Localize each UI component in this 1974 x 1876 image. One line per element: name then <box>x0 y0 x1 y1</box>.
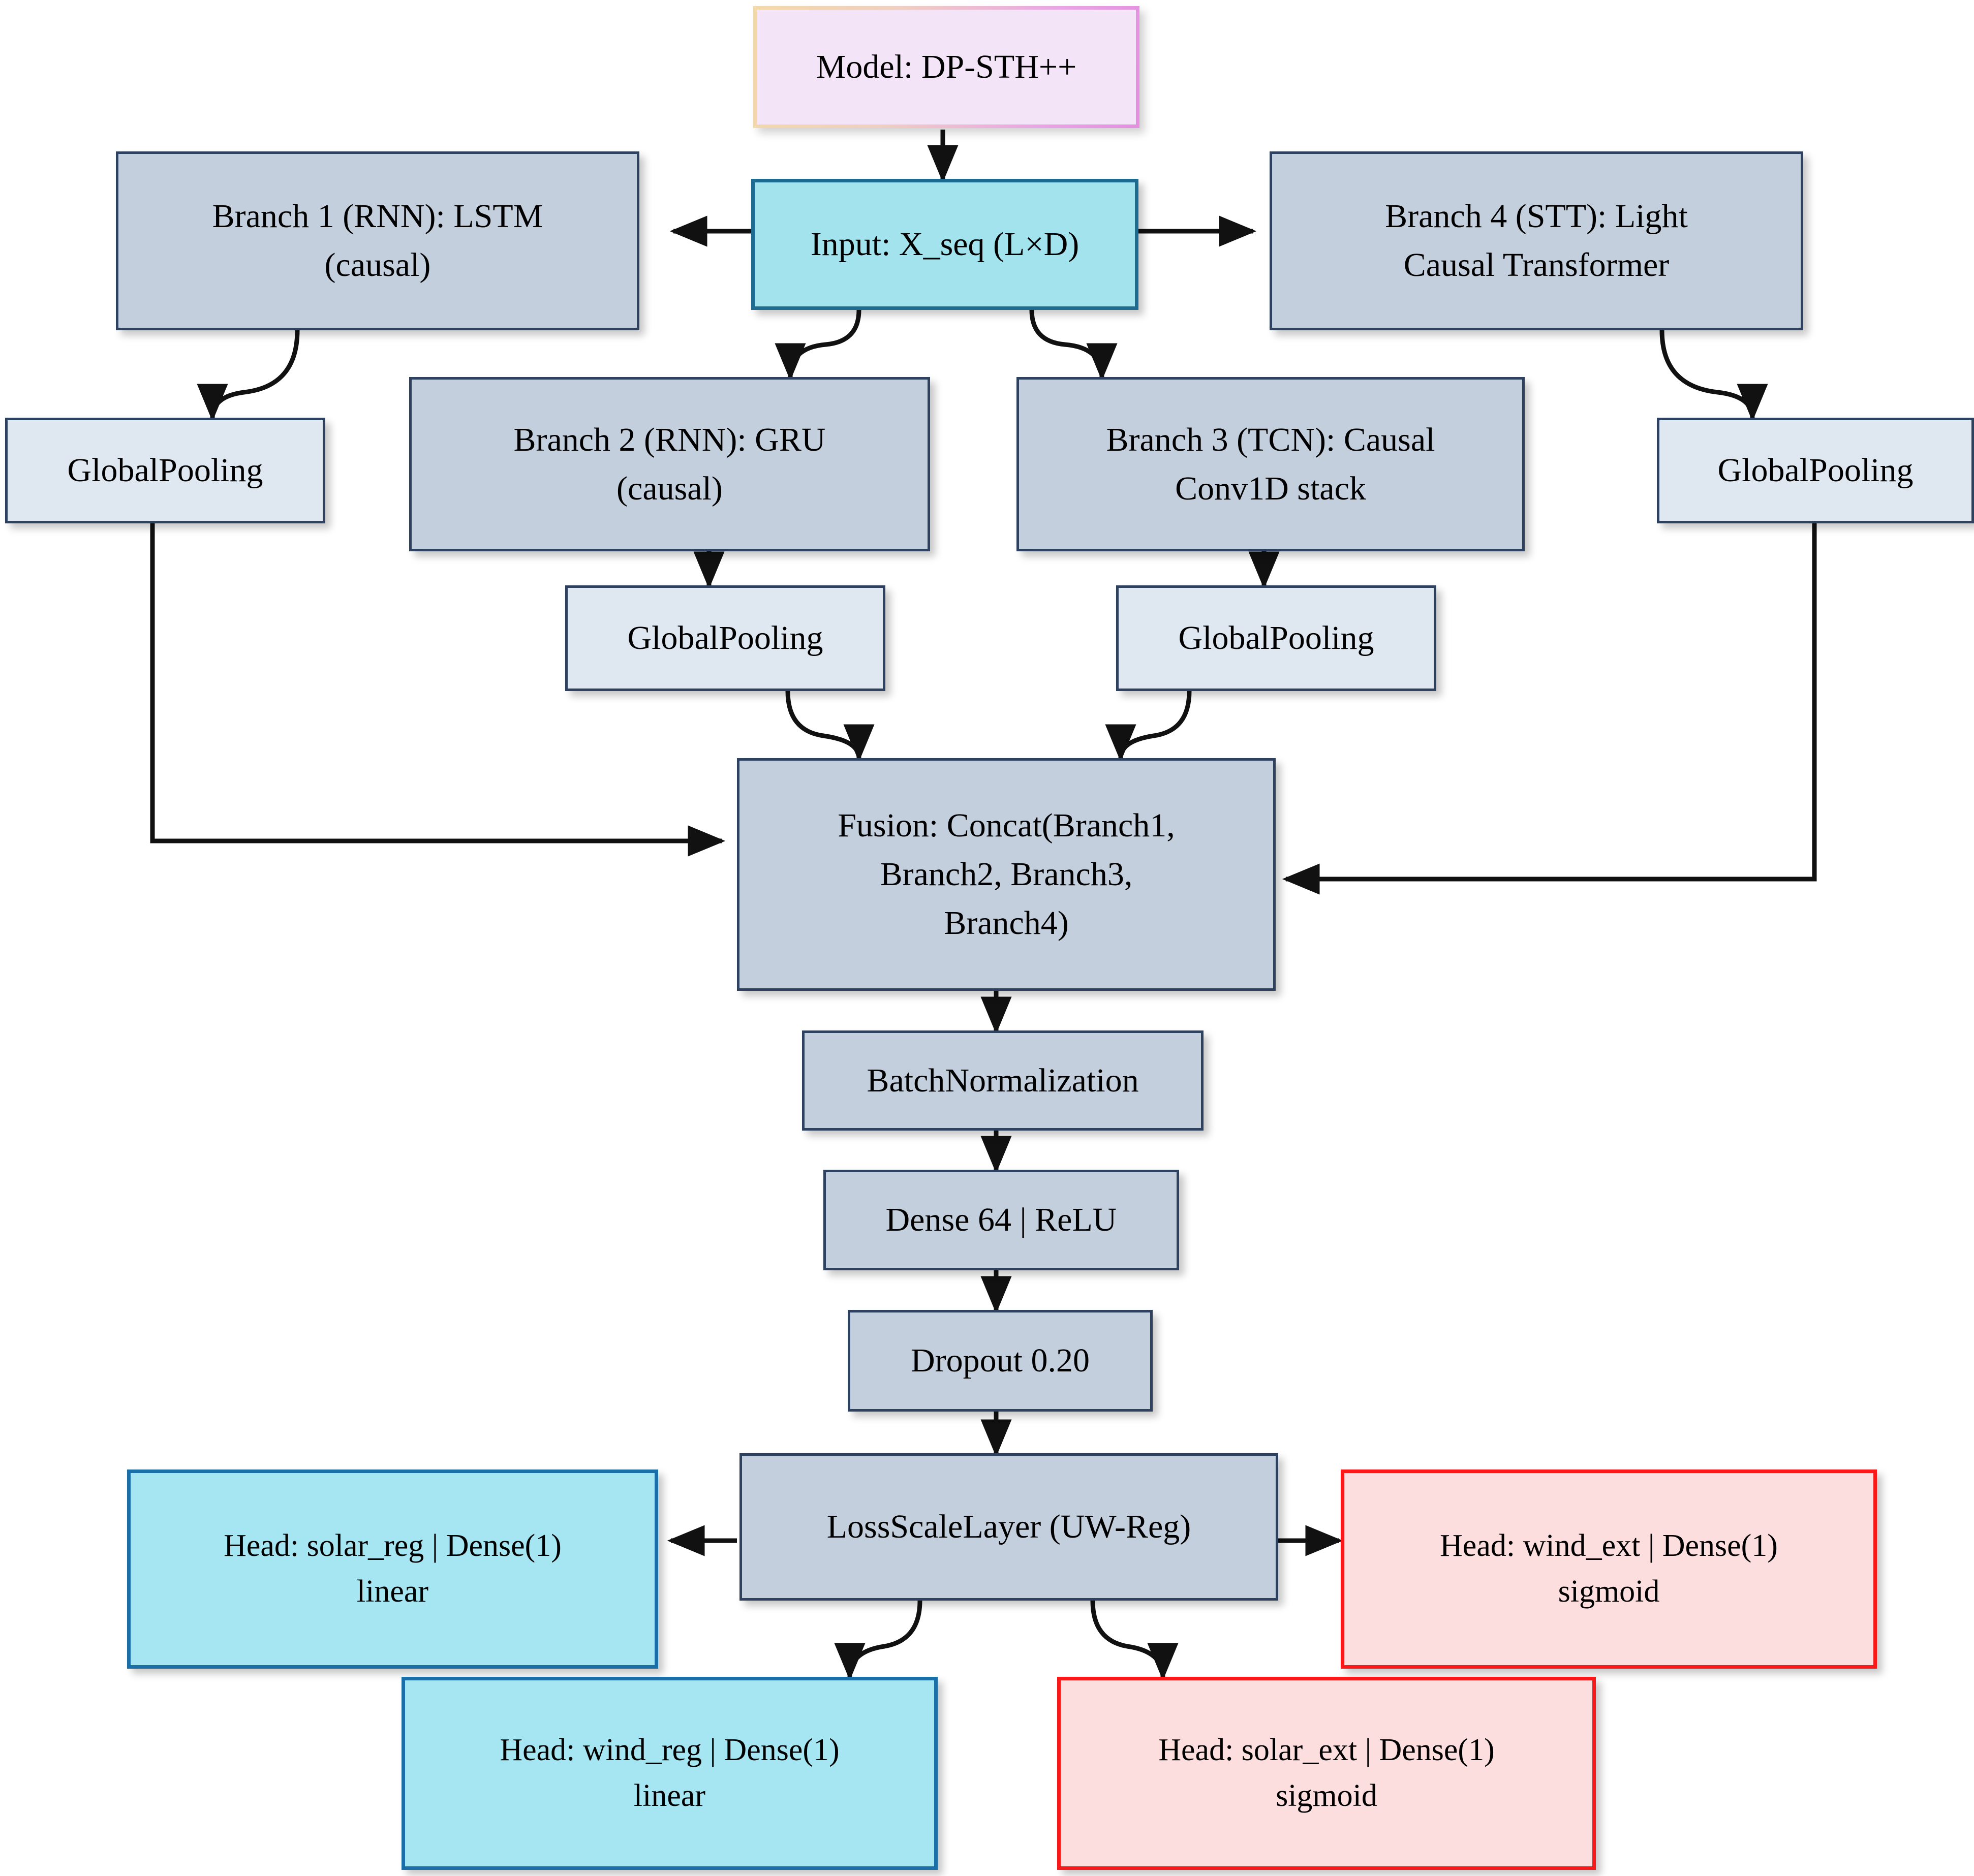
node-dense-label: Dense 64 | ReLU <box>885 1201 1117 1239</box>
node-pool1[interactable]: GlobalPooling <box>5 418 325 523</box>
edge-input-branch2 <box>775 309 861 381</box>
node-pool1-label: GlobalPooling <box>67 452 263 489</box>
node-batchnorm-label: BatchNormalization <box>867 1061 1139 1099</box>
edge-input-branch3 <box>1029 309 1118 381</box>
edge-branch1-pool1 <box>197 330 300 422</box>
node-input[interactable]: Input: X_seq (L×D) <box>751 179 1138 310</box>
edge-pool3-fusion <box>1105 691 1192 762</box>
node-pool4-label: GlobalPooling <box>1717 452 1914 489</box>
node-lossscale-label: LossScaleLayer (UW-Reg) <box>826 1508 1191 1546</box>
node-head-wind-reg-label: Head: wind_reg | Dense(1) linear <box>500 1733 840 1813</box>
edge-pool4-fusion <box>1282 523 1817 895</box>
node-input-label: Input: X_seq (L×D) <box>810 226 1079 263</box>
node-branch3-label: Branch 3 (TCN): Causal Conv1D stack <box>1106 421 1435 507</box>
node-pool2-label: GlobalPooling <box>627 619 823 657</box>
node-head-wind-reg[interactable]: Head: wind_reg | Dense(1) linear <box>402 1677 938 1870</box>
node-branch4[interactable]: Branch 4 (STT): Light Causal Transformer <box>1270 151 1803 330</box>
edge-group <box>150 130 1817 1681</box>
node-batchnorm[interactable]: BatchNormalization <box>802 1030 1204 1131</box>
edge-lossscale-solarext <box>1090 1600 1179 1681</box>
node-fusion[interactable]: Fusion: Concat(Branch1, Branch2, Branch3… <box>737 758 1276 991</box>
node-branch4-label: Branch 4 (STT): Light Causal Transformer <box>1385 198 1688 284</box>
node-head-solar-reg-label: Head: solar_reg | Dense(1) linear <box>224 1528 562 1609</box>
node-branch2[interactable]: Branch 2 (RNN): GRU (causal) <box>409 377 930 551</box>
node-head-solar-ext[interactable]: Head: solar_ext | Dense(1) sigmoid <box>1057 1677 1596 1870</box>
edge-pool1-fusion <box>150 523 726 857</box>
node-branch2-label: Branch 2 (RNN): GRU (causal) <box>513 421 826 507</box>
node-branch3[interactable]: Branch 3 (TCN): Causal Conv1D stack <box>1016 377 1525 551</box>
node-dropout[interactable]: Dropout 0.20 <box>848 1310 1153 1412</box>
node-model[interactable]: Model: DP-STH++ <box>753 6 1139 128</box>
edge-branch4-pool4 <box>1659 330 1768 422</box>
node-head-wind-ext-label: Head: wind_ext | Dense(1) sigmoid <box>1440 1528 1778 1609</box>
node-dropout-label: Dropout 0.20 <box>911 1342 1090 1380</box>
node-branch1-label: Branch 1 (RNN): LSTM (causal) <box>212 198 543 284</box>
edge-lossscale-windreg <box>834 1600 922 1681</box>
node-lossscale[interactable]: LossScaleLayer (UW-Reg) <box>739 1453 1278 1601</box>
node-branch1[interactable]: Branch 1 (RNN): LSTM (causal) <box>116 151 639 330</box>
node-pool3[interactable]: GlobalPooling <box>1116 585 1436 691</box>
node-head-solar-reg[interactable]: Head: solar_reg | Dense(1) linear <box>127 1469 658 1669</box>
node-pool2[interactable]: GlobalPooling <box>565 585 885 691</box>
node-dense[interactable]: Dense 64 | ReLU <box>823 1170 1179 1270</box>
edge-pool2-fusion <box>785 691 875 762</box>
node-head-wind-ext[interactable]: Head: wind_ext | Dense(1) sigmoid <box>1341 1469 1877 1669</box>
node-head-solar-ext-label: Head: solar_ext | Dense(1) sigmoid <box>1158 1733 1495 1813</box>
node-pool3-label: GlobalPooling <box>1178 619 1374 657</box>
node-pool4[interactable]: GlobalPooling <box>1657 418 1974 523</box>
node-fusion-label: Fusion: Concat(Branch1, Branch2, Branch3… <box>838 807 1175 942</box>
node-model-label: Model: DP-STH++ <box>816 48 1077 86</box>
